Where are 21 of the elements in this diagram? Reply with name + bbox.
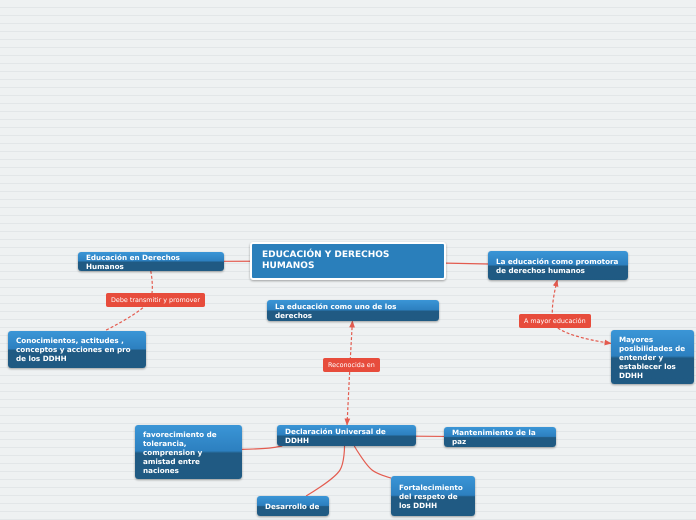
topic-box [444, 427, 556, 447]
connector [344, 320, 355, 426]
connector [416, 436, 444, 438]
connector [354, 446, 392, 479]
central-topic-box [250, 242, 446, 280]
connector [552, 279, 612, 346]
topic-box [277, 425, 416, 446]
topic-text: EDUCACIÓN Y DERECHOS HUMANOS [262, 250, 390, 272]
connector [306, 446, 346, 497]
connector [224, 260, 250, 262]
topic-box [488, 251, 628, 280]
topic-box [391, 476, 475, 516]
topic-box [267, 300, 439, 321]
topic-box [135, 425, 242, 479]
topic-box [257, 496, 329, 516]
topic-box [78, 252, 224, 271]
connector [242, 445, 282, 450]
topic-box [611, 330, 694, 384]
connector [446, 262, 488, 265]
topic-box [8, 331, 146, 368]
connector [104, 270, 153, 332]
